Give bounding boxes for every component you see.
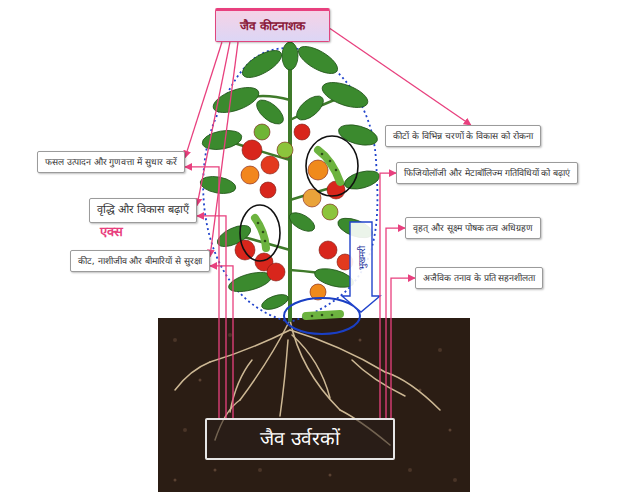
tomato-fruit [254, 124, 270, 140]
arrow-label: भुखमरी [355, 246, 368, 270]
benefit-box: अजैविक तनाव के प्रति सहनशीलता [415, 267, 543, 289]
caterpillar-spot [321, 314, 324, 317]
caterpillar [318, 150, 340, 182]
soil-ground [158, 318, 470, 492]
caterpillar-spot [329, 160, 332, 163]
box-text: फिजियोलॉजी और मेटाबॉलिज्म गतिविधियों को … [404, 167, 570, 179]
tomato-fruit [294, 124, 310, 140]
caterpillar-spot [264, 240, 267, 243]
box-text: अजैविक तनाव के प्रति सहनशीलता [423, 272, 535, 284]
connector-arrow [197, 216, 226, 418]
benefit-box: वृहत् और सूक्ष्म पोषक तत्व अधिग्रहण [405, 217, 541, 239]
highlight-circle [306, 136, 358, 196]
soil-ground [228, 333, 232, 337]
plant-leaf [319, 77, 371, 112]
soil-ground [359, 339, 362, 342]
tomato-fruit [322, 204, 338, 220]
plant-leaf [253, 96, 288, 129]
plant-leaf [293, 92, 328, 125]
title-box: जैव कीटनाशक [215, 8, 330, 42]
soil-ground [453, 478, 457, 482]
connector-arrow [386, 228, 405, 418]
plant-roots [280, 340, 288, 416]
plant-leaf [336, 121, 379, 149]
plant-roots [290, 330, 385, 372]
plant-roots [175, 362, 210, 390]
tomato-fruit [308, 160, 328, 180]
soil-ground [174, 479, 177, 482]
tomato-fruit [242, 140, 262, 160]
tomato-fruit [260, 182, 276, 198]
soil-ground [199, 379, 202, 382]
soil-ground [408, 468, 412, 472]
tomato-fruit [235, 124, 353, 300]
plant-leaf [201, 128, 244, 153]
box-text: कीट, नाशीजीव और बीमारियों से सुरक्षा [78, 255, 202, 267]
connector-arrow [185, 42, 222, 157]
box-text: वृहत् और सूक्ष्म पोषक तत्व अधिग्रहण [413, 222, 533, 234]
box-text: कीटों के विभिन्न चरणों के विकास को रोकना [393, 130, 533, 142]
plant-leaf [238, 45, 285, 83]
connector-arrow [210, 266, 233, 418]
tomato-fruit [267, 263, 285, 281]
box-text: फसल उत्पादन और गुणवत्ता में सुधार करें [45, 156, 177, 168]
caterpillar-spot [257, 222, 260, 225]
soil-ground [214, 469, 217, 472]
box-text: जैव कीटनाशक [222, 18, 323, 34]
tomato-fruit [241, 166, 259, 184]
plant-stem [288, 58, 292, 320]
caterpillar [255, 218, 266, 248]
highlight-circle [284, 298, 360, 334]
plant-leaf [227, 269, 274, 296]
soil-ground [258, 468, 262, 472]
plant-roots [292, 335, 330, 398]
soil-ground [449, 429, 452, 432]
box-text: वृद्धि और विकास बढ़ाएँ [97, 203, 190, 218]
highlight-circle [240, 205, 280, 261]
plant-roots [210, 330, 290, 362]
highlight-circle [240, 136, 358, 261]
plant-leaf [286, 209, 317, 235]
plant-roots [352, 360, 405, 396]
benefit-box: कीट, नाशीजीव और बीमारियों से सुरक्षा [70, 250, 210, 272]
plant-roots [385, 372, 440, 410]
tomato-fruit [261, 156, 279, 174]
caterpillar-spot [321, 153, 324, 156]
caterpillar-spot [262, 231, 265, 234]
block-arrow [342, 222, 380, 312]
connector-arrow [210, 42, 238, 256]
plant-roots [240, 320, 290, 400]
caterpillar [255, 150, 340, 316]
box-text: जैव उर्वरकों [217, 426, 383, 452]
benefit-box: फसल उत्पादन और गुणवत्ता में सुधार करें [37, 151, 185, 173]
group-label: एक्स [100, 222, 123, 240]
soil-ground [329, 474, 332, 477]
caterpillar-spot [335, 169, 338, 172]
connector-arrow [380, 173, 396, 418]
soil-ground [158, 318, 470, 492]
connector-arrow [391, 278, 415, 418]
benefit-box: वृद्धि और विकास बढ़ाएँ [89, 198, 198, 223]
soil-ground [183, 428, 187, 432]
soil-ground [173, 338, 177, 342]
benefit-box: कीटों के विभिन्न चरणों के विकास को रोकना [385, 125, 541, 147]
plant-leaf [294, 41, 341, 79]
tomato-fruit [277, 142, 293, 158]
soil-ground [438, 348, 442, 352]
connector-arrow [197, 42, 230, 205]
connector-arrow [330, 29, 471, 125]
caterpillar-spot [311, 315, 314, 318]
caterpillar-spot [331, 314, 334, 317]
tomato-fruit [319, 241, 337, 259]
title-box: जैव उर्वरकों [205, 418, 395, 460]
plant-leaf [282, 42, 298, 70]
caterpillar-spot [257, 153, 338, 318]
benefit-box: फिजियोलॉजी और मेटाबॉलिज्म गतिविधियों को … [396, 162, 578, 184]
